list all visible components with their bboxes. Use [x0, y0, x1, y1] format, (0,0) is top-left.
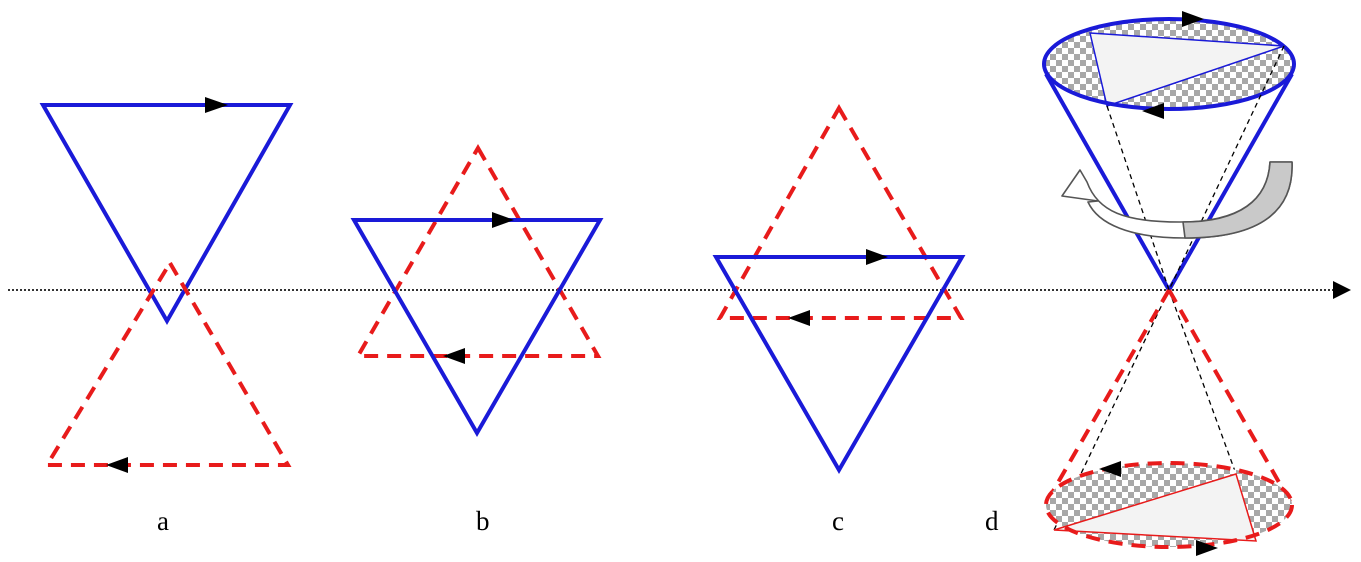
dashed-upright-triangle	[43, 259, 292, 467]
left-arrowhead-icon	[443, 348, 465, 364]
panel-label-d: d	[985, 506, 999, 536]
left-arrowhead-icon	[1099, 461, 1121, 477]
panel-b: b	[350, 143, 604, 536]
lower-inscribed-triangle	[1053, 473, 1258, 542]
panel-c: c	[712, 103, 966, 536]
upper-cone-rim	[1042, 17, 1296, 111]
panel-label-a: a	[157, 506, 169, 536]
lower-guide-line	[1168, 289, 1237, 475]
axis-arrow-icon	[1333, 281, 1351, 299]
right-arrowhead-icon	[1196, 540, 1218, 556]
upper-cone-left-edge	[1044, 73, 1171, 291]
upper-inscribed-triangle	[1089, 32, 1285, 107]
dashed-upright-triangle	[716, 103, 965, 320]
horizontal-axis	[8, 281, 1351, 299]
curved-rotation-arrow-icon	[1061, 161, 1293, 239]
solid-inverted-triangle	[350, 218, 604, 437]
panel-a: a	[39, 97, 294, 536]
panel-label-c: c	[832, 506, 844, 536]
panel-d: d	[985, 11, 1296, 556]
right-arrowhead-icon	[492, 212, 514, 228]
right-arrowhead-icon	[1182, 11, 1204, 27]
solid-inverted-triangle	[712, 255, 966, 474]
right-arrowhead-icon	[205, 97, 228, 113]
solid-inverted-triangle	[39, 103, 294, 326]
lower-cone-rim	[1044, 461, 1294, 549]
upper-cone-right-edge	[1167, 73, 1294, 291]
right-arrowhead-icon	[866, 249, 888, 265]
lower-cone-right-edge	[1167, 289, 1294, 506]
dashed-upright-triangle	[354, 143, 602, 358]
left-arrowhead-icon	[106, 457, 128, 473]
lower-cone-left-edge	[1043, 289, 1171, 506]
left-arrowhead-icon	[1142, 103, 1164, 119]
panel-label-b: b	[476, 506, 490, 536]
left-arrowhead-icon	[788, 310, 810, 326]
